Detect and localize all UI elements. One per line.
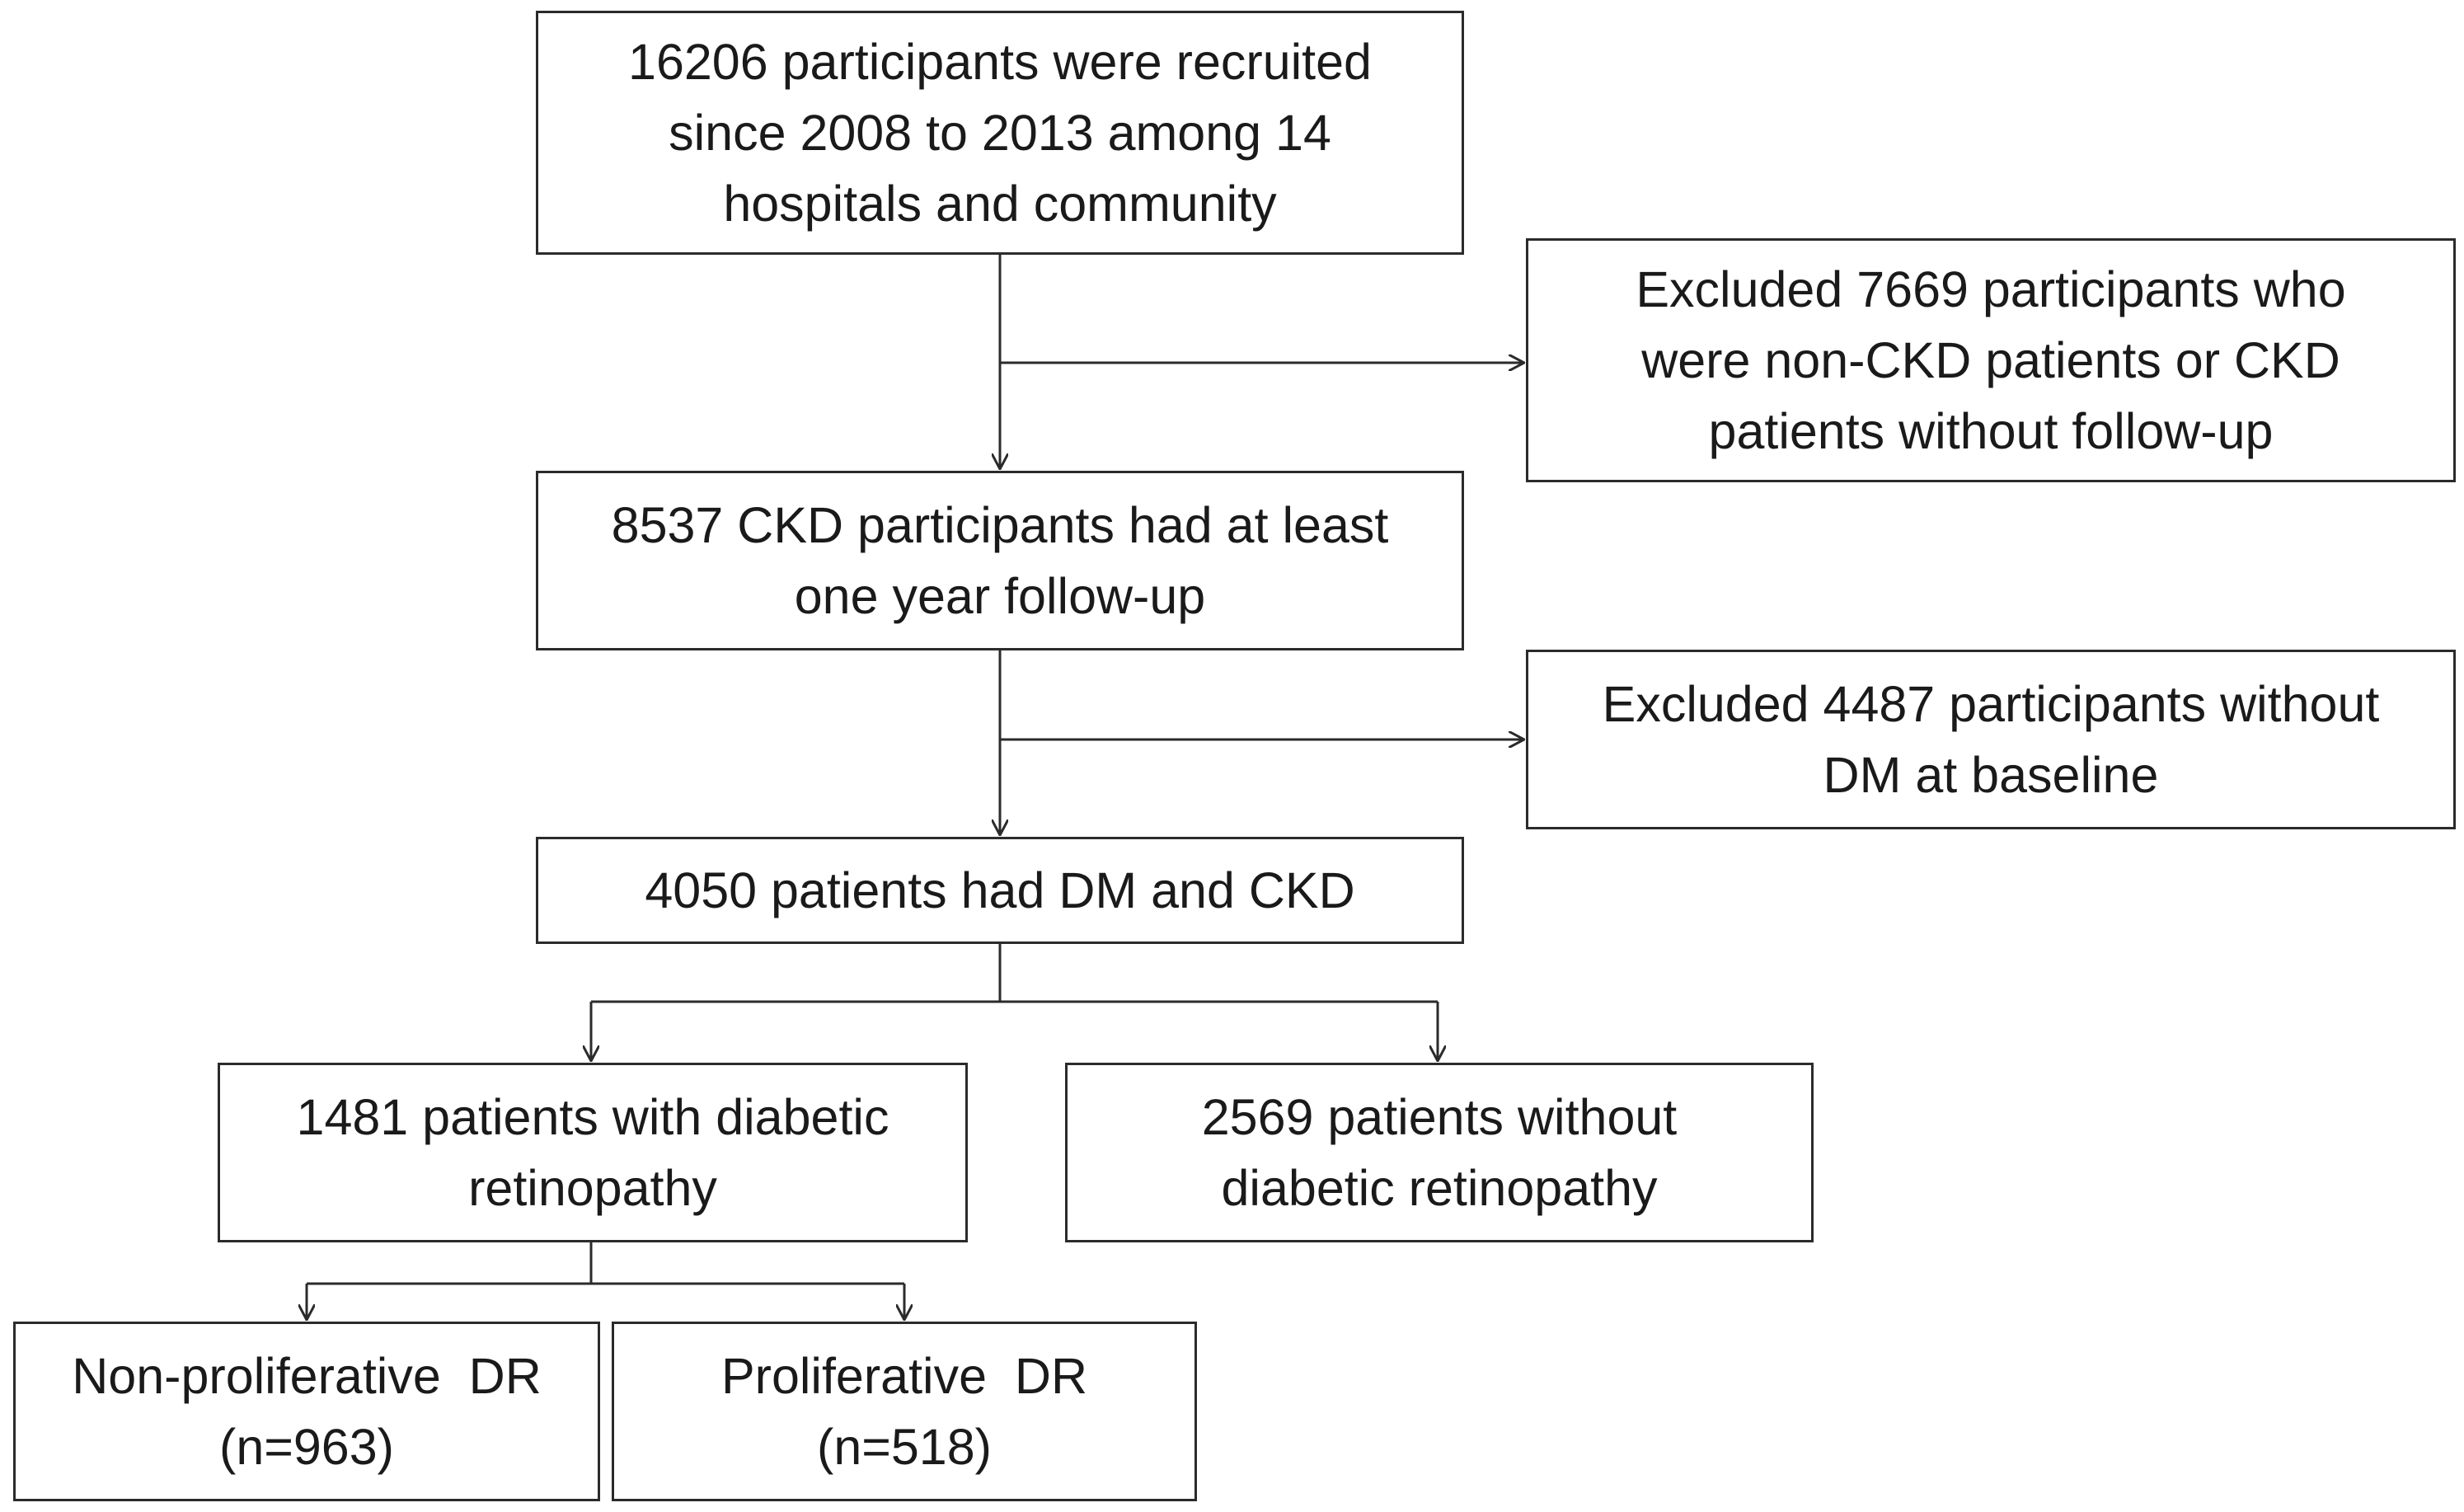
excluded-non-ckd-box: Excluded 7669 participants who were non-… (1526, 238, 2456, 482)
non-proliferative-dr-box: Non-proliferative DR (n=963) (13, 1322, 600, 1501)
ckd-followup-box: 8537 CKD participants had at least one y… (536, 471, 1464, 650)
with-diabetic-retinopathy-box: 1481 patients with diabetic retinopathy (218, 1063, 968, 1242)
box-text-line: 8537 CKD participants had at least (611, 497, 1389, 553)
box-text-line: Excluded 7669 participants who (1636, 261, 2346, 317)
box-text-line: were non-CKD patients or CKD (1641, 332, 2340, 388)
excluded-no-dm-box: Excluded 4487 participants without DM at… (1526, 650, 2456, 829)
box-text-line: one year follow-up (794, 568, 1206, 624)
box-text-line: retinopathy (468, 1160, 717, 1216)
without-diabetic-retinopathy-box: 2569 patients without diabetic retinopat… (1065, 1063, 1814, 1242)
recruited-participants-box: 16206 participants were recruited since … (536, 11, 1464, 255)
box-text-line: 4050 patients had DM and CKD (645, 862, 1355, 918)
box-text-line: since 2008 to 2013 among 14 (669, 105, 1331, 161)
box-text-line: Excluded 4487 participants without (1602, 676, 2380, 732)
box-text-line: hospitals and community (723, 176, 1277, 232)
box-text-line: patients without follow-up (1708, 403, 2274, 459)
box-text-line: 1481 patients with diabetic (296, 1089, 889, 1145)
proliferative-dr-box: Proliferative DR (n=518) (612, 1322, 1197, 1501)
box-text-line: 16206 participants were recruited (628, 34, 1372, 90)
dm-and-ckd-box: 4050 patients had DM and CKD (536, 837, 1464, 944)
box-text-line: Proliferative DR (720, 1348, 1088, 1404)
box-text-line: (n=518) (817, 1419, 992, 1475)
box-text-line: Non-proliferative DR (72, 1348, 542, 1404)
box-text-line: diabetic retinopathy (1221, 1160, 1658, 1216)
box-text-line: 2569 patients without (1201, 1089, 1678, 1145)
box-text-line: DM at baseline (1823, 747, 2159, 803)
box-text-line: (n=963) (219, 1419, 394, 1475)
